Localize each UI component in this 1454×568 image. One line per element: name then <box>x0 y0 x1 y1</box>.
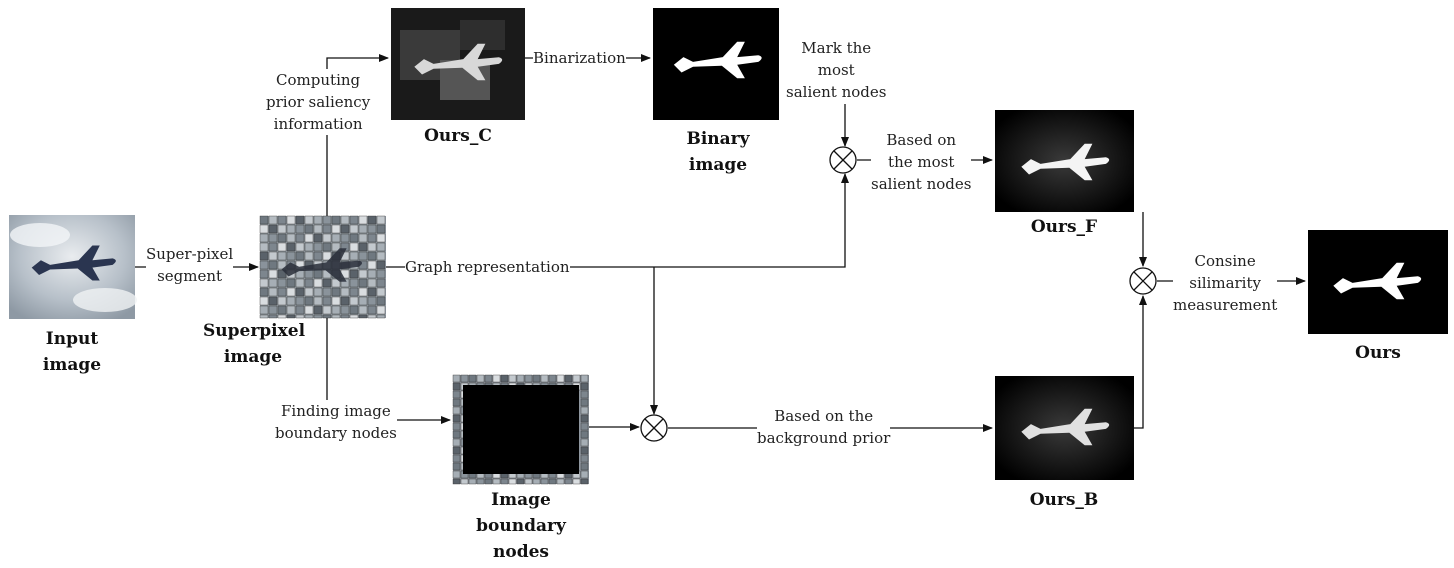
input-image-panel <box>9 215 137 319</box>
caption-ours-f: Ours_F <box>1030 217 1098 237</box>
caption-boundary-nodes: Image boundary nodes <box>476 490 566 562</box>
edge-graph-representation <box>386 173 849 268</box>
combine-operator-salient <box>829 146 857 174</box>
combine-operator-final <box>1129 267 1157 295</box>
ours-b-panel <box>995 376 1134 480</box>
edge-oursb-to-combine <box>1134 295 1147 429</box>
caption-superpixel-image: Superpixel image <box>203 321 306 367</box>
binary-image-panel <box>653 8 779 120</box>
label-finding-boundary: Finding image boundary nodes <box>275 400 397 444</box>
caption-ours-c: Ours_C <box>424 126 492 146</box>
combine-operator-background <box>640 414 668 442</box>
label-cosine-similarity: Consine silimarity measurement <box>1173 250 1278 316</box>
caption-ours: Ours <box>1355 343 1401 363</box>
label-binarization: Binarization <box>533 47 626 69</box>
label-mark-salient: Mark the most salient nodes <box>786 37 887 103</box>
ours-panel <box>1308 230 1448 334</box>
combine-operators <box>640 146 1157 442</box>
caption-ours-b: Ours_B <box>1029 490 1099 510</box>
label-superpixel-segment: Super-pixel segment <box>146 243 234 287</box>
label-computing-prior: Computing prior saliency information <box>266 69 371 135</box>
caption-binary-image: Binary image <box>686 129 750 175</box>
superpixel-image-panel <box>259 215 386 319</box>
boundary-nodes-panel <box>452 374 589 485</box>
label-based-on-background: Based on the background prior <box>757 405 891 449</box>
caption-input-image: Input image <box>42 329 102 375</box>
label-based-on-salient: Based on the most salient nodes <box>871 129 972 195</box>
ours-f-panel <box>995 110 1134 212</box>
label-graph-representation: Graph representation <box>405 256 570 278</box>
edge-superpixel-to-oursc <box>326 54 389 216</box>
ours-c-panel <box>391 8 525 120</box>
